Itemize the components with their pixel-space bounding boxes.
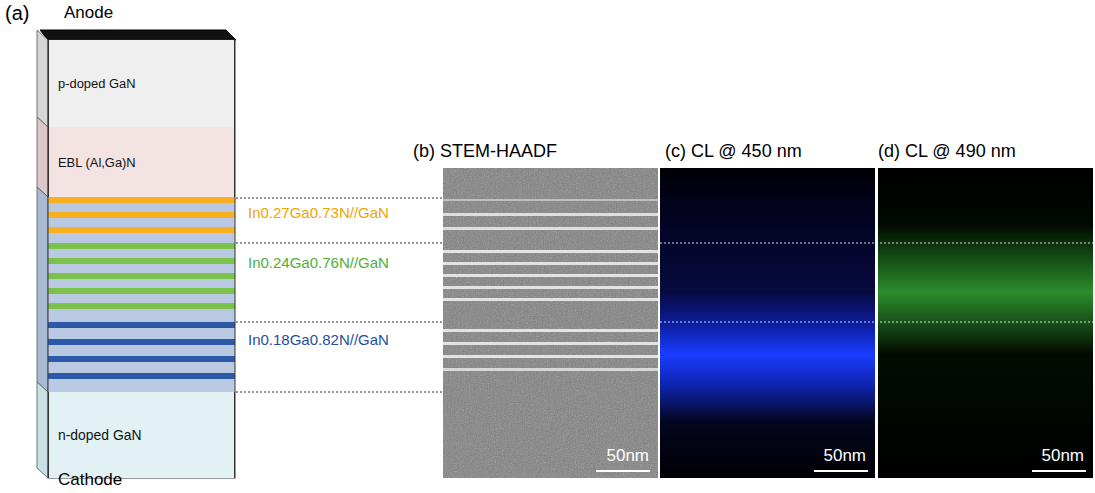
layer-band: p-doped GaN	[48, 40, 235, 127]
panel-heading: (d) CL @ 490 nm	[878, 141, 1016, 162]
scale-bar-label: 50nm	[823, 446, 866, 466]
scale-bar-label: 50nm	[1041, 446, 1084, 466]
scale-bar-label: 50nm	[606, 446, 649, 466]
image-panel: (c) CL @ 450 nm50nm	[660, 168, 875, 478]
layer-name: p-doped GaN	[58, 76, 228, 91]
panel-heading: (b) STEM-HAADF	[413, 141, 557, 162]
layer-composition: In0.18Ga0.82N//GaN	[248, 331, 389, 348]
image-panel: (b) STEM-HAADF50nm	[443, 168, 658, 478]
electrode-label: Anode	[64, 3, 113, 23]
layer-composition: In0.27Ga0.73N//GaN	[248, 204, 389, 221]
layer-band: n-doped GaN	[48, 392, 235, 478]
electrode-label: Cathode	[58, 470, 122, 490]
layer-band: EBL (Al,Ga)N	[48, 127, 235, 197]
panel-letter: (a)	[5, 2, 29, 25]
layer-composition: In0.24Ga0.76N//GaN	[248, 254, 389, 271]
image-panel: (d) CL @ 490 nm50nm	[878, 168, 1093, 478]
panel-heading: (c) CL @ 450 nm	[665, 141, 802, 162]
layer-name: EBL (Al,Ga)N	[58, 155, 228, 170]
layer-name: n-doped GaN	[58, 427, 228, 443]
